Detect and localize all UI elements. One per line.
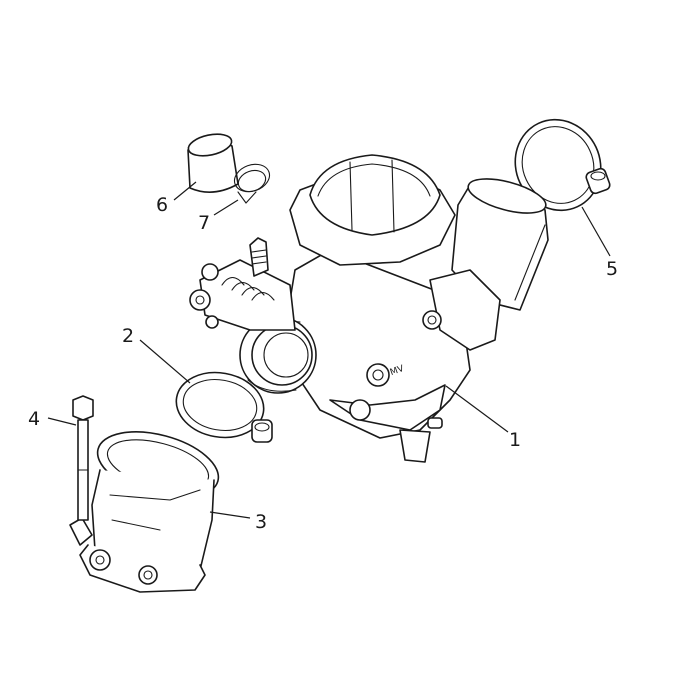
callout-7: 7 bbox=[198, 212, 210, 234]
callout-4: 4 bbox=[28, 408, 40, 430]
part-hose-clamp-right bbox=[514, 118, 611, 212]
body-stamp-text: MV bbox=[389, 364, 406, 378]
leader-2 bbox=[139, 339, 191, 384]
part-spring-clip bbox=[233, 163, 271, 204]
part-carburetor: MV bbox=[189, 154, 549, 463]
leader-1 bbox=[445, 385, 509, 433]
part-intake-manifold bbox=[69, 431, 220, 593]
leader-7 bbox=[213, 199, 239, 216]
leader-6 bbox=[173, 181, 197, 201]
callout-2: 2 bbox=[122, 325, 134, 347]
part-hose-clamp-left bbox=[175, 371, 273, 443]
part-bolt bbox=[72, 395, 94, 521]
callout-6: 6 bbox=[156, 194, 168, 216]
callout-1: 1 bbox=[509, 429, 521, 451]
leader-4 bbox=[47, 417, 77, 426]
callout-labels: 1 2 3 4 5 6 7 bbox=[28, 194, 618, 533]
callout-5: 5 bbox=[606, 258, 618, 280]
leader-5 bbox=[581, 206, 611, 257]
leader-3 bbox=[209, 511, 251, 519]
leader-lines bbox=[47, 181, 611, 519]
callout-3: 3 bbox=[255, 511, 267, 533]
